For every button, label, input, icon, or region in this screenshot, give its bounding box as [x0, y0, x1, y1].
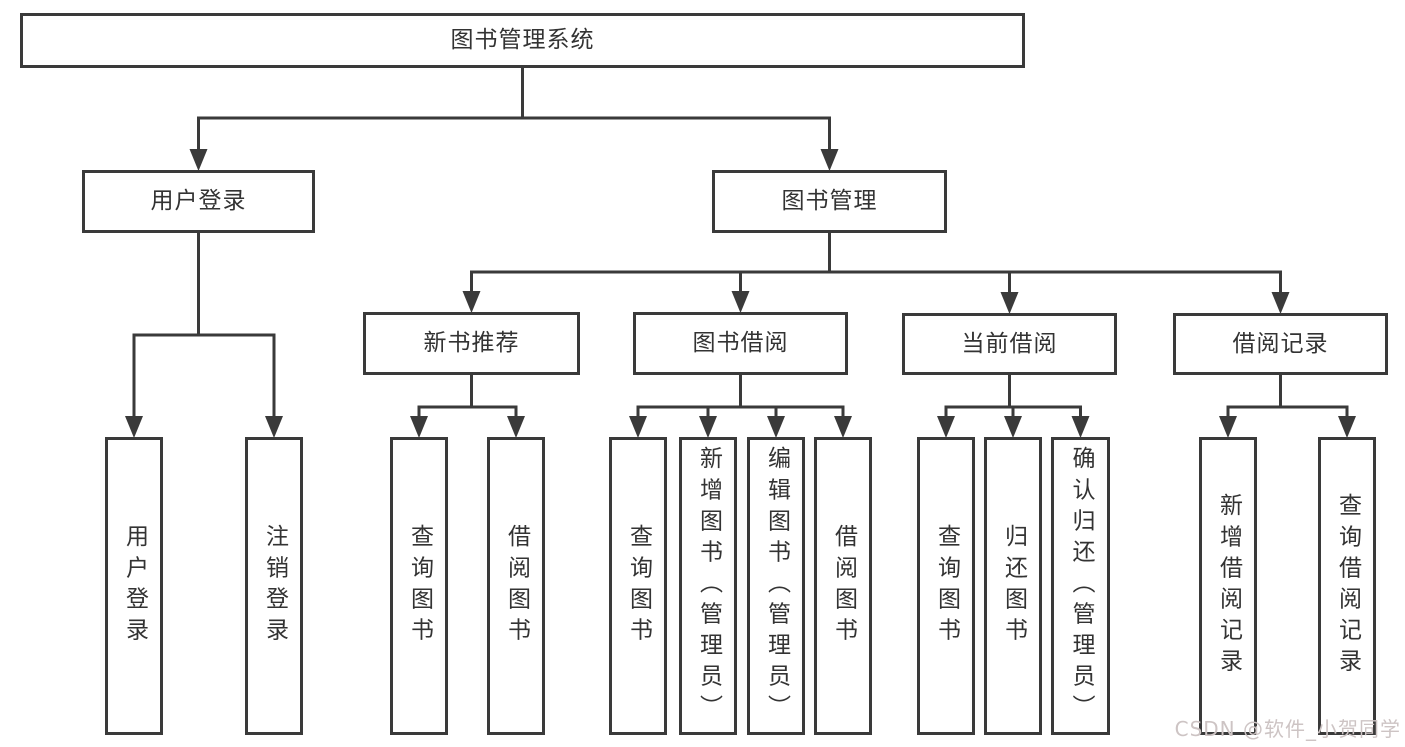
leaf-query-book-1: 查询图书 [390, 437, 448, 735]
leaf-add-borrow-record: 新增借阅记录 [1199, 437, 1257, 735]
leaf-logout: 注销登录 [245, 437, 303, 735]
csdn-watermark: CSDN @软件_小贺同学 [1174, 717, 1401, 741]
leaf-borrow-book-1: 借阅图书 [487, 437, 545, 735]
leaf-confirm-return-admin: 确认归还（管理员） [1051, 437, 1110, 735]
leaf-query-borrow-record: 查询借阅记录 [1318, 437, 1376, 735]
node-library-management-system: 图书管理系统 [20, 13, 1025, 68]
leaf-return-book: 归还图书 [984, 437, 1042, 735]
node-user-login: 用户登录 [82, 170, 315, 233]
leaf-borrow-book-2: 借阅图书 [814, 437, 872, 735]
node-new-book-recommend: 新书推荐 [363, 312, 580, 375]
node-book-borrow: 图书借阅 [633, 312, 848, 375]
node-borrow-records: 借阅记录 [1173, 313, 1388, 375]
node-current-borrow: 当前借阅 [902, 313, 1117, 375]
leaf-user-login: 用户登录 [105, 437, 163, 735]
leaf-add-book-admin: 新增图书（管理员） [679, 437, 737, 735]
leaf-edit-book-admin: 编辑图书（管理员） [747, 437, 805, 735]
node-book-management: 图书管理 [712, 170, 947, 233]
leaf-query-book-3: 查询图书 [917, 437, 975, 735]
leaf-query-book-2: 查询图书 [609, 437, 667, 735]
